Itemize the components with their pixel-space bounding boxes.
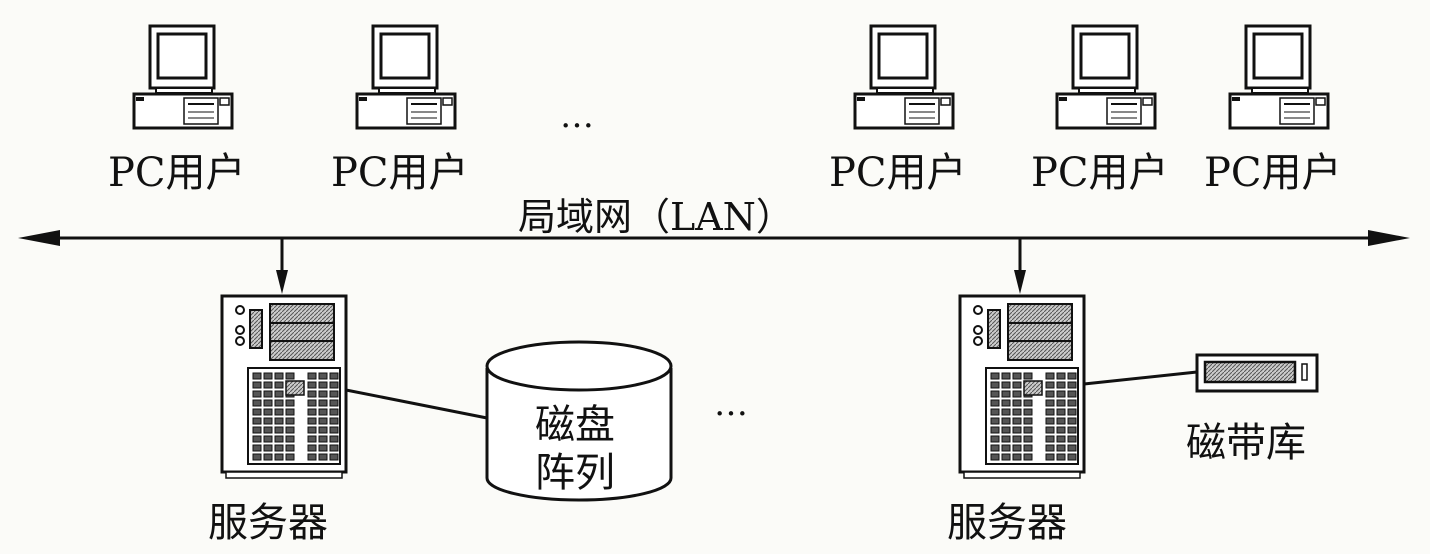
- pc-label: PC用户: [108, 150, 246, 196]
- server-label: 服务器: [208, 500, 328, 546]
- disk-array-icon: [485, 340, 673, 502]
- down-arrow-icon: [1014, 270, 1026, 294]
- server-disk-link: [345, 388, 488, 420]
- pc-icon: [132, 24, 234, 130]
- pc-icon: [853, 24, 955, 130]
- ellipsis-servers: …: [714, 384, 752, 424]
- server-icon: [958, 294, 1086, 480]
- pc-icon: [1055, 24, 1157, 130]
- pc-label: PC用户: [1031, 150, 1169, 196]
- down-arrow-icon: [276, 270, 288, 294]
- disk-array-label-line2: 阵列: [535, 450, 615, 496]
- server-icon: [220, 294, 348, 480]
- lan-label: 局域网（LAN）: [518, 195, 794, 239]
- server-tape-link: [1083, 370, 1198, 386]
- pc-label: PC用户: [829, 150, 967, 196]
- pc-label: PC用户: [1204, 150, 1342, 196]
- ellipsis-pcs: …: [560, 96, 598, 136]
- disk-array-label-line1: 磁盘: [535, 402, 615, 448]
- tape-library-icon: [1195, 353, 1319, 393]
- server-label: 服务器: [947, 500, 1067, 546]
- pc-label: PC用户: [331, 150, 469, 196]
- lan-arrow-right: [1368, 230, 1410, 246]
- pc-icon: [1228, 24, 1330, 130]
- pc-icon: [355, 24, 457, 130]
- tape-library-label: 磁带库: [1186, 420, 1306, 466]
- lan-arrow-left: [18, 230, 60, 246]
